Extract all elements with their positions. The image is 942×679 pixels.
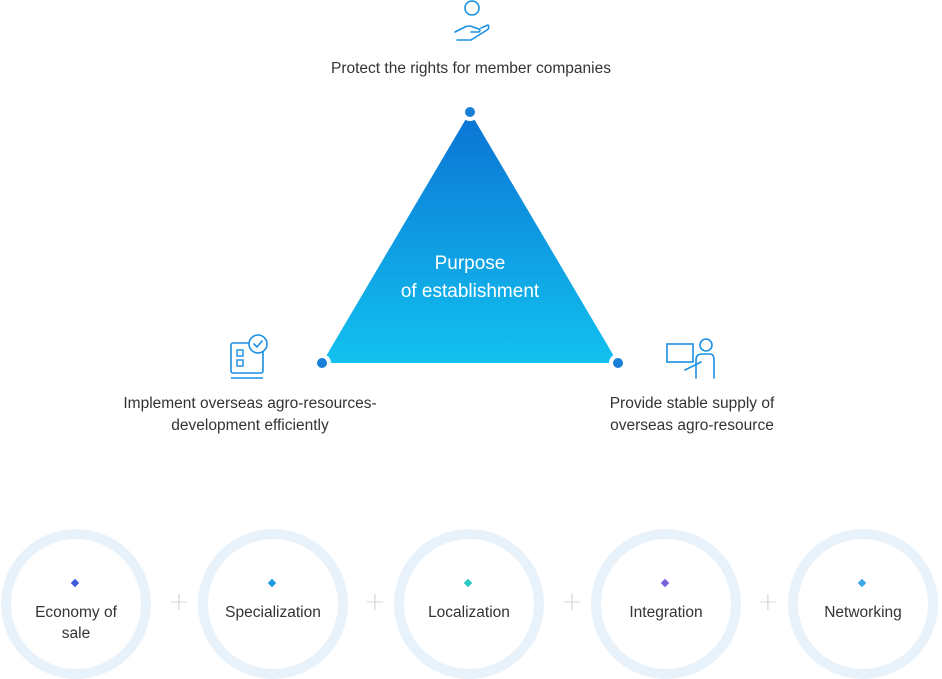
center-title: Purpose of establishment [370, 250, 570, 306]
left-goal-line2: development efficiently [171, 417, 329, 434]
plus-icon: + [364, 587, 386, 617]
right-goal-line2: overseas agro-resource [610, 417, 774, 434]
right-goal-label: Provide stable supply of overseas agro-r… [572, 393, 812, 437]
center-title-line2: of establishment [400, 281, 540, 302]
top-goal-label: Protect the rights for member companies [331, 60, 611, 77]
pillar-label: Specialization [225, 604, 321, 621]
plus-icon: + [757, 587, 779, 617]
pillar-integration: Integration [591, 529, 741, 679]
right-goal-line1: Provide stable supply of [609, 395, 775, 412]
plus-icon: + [168, 587, 190, 617]
pillar-label: Networking [824, 604, 902, 621]
pillar-label: Localization [428, 604, 510, 621]
vertex-dot-left [313, 354, 331, 372]
vertex-dot-top [461, 103, 479, 121]
checklist-icon [228, 333, 270, 381]
center-title-line1: Purpose [434, 253, 506, 274]
hand-person-icon [451, 0, 493, 44]
pillar-specialization: Specialization [198, 529, 348, 679]
left-goal-label: Implement overseas agro-resources- devel… [100, 393, 400, 437]
plus-icon: + [561, 587, 583, 617]
pillar-localization: Localization [394, 529, 544, 679]
pillar-economy-of-sale: Economy of sale [1, 529, 151, 679]
triangle-shape [322, 112, 618, 363]
pillar-label: Integration [629, 604, 703, 621]
vertex-dot-right [609, 354, 627, 372]
pillar-label: Economy of sale [35, 604, 117, 642]
left-goal-line1: Implement overseas agro-resources- [123, 395, 377, 412]
presenter-icon [665, 336, 717, 380]
pillar-networking: Networking [788, 529, 938, 679]
